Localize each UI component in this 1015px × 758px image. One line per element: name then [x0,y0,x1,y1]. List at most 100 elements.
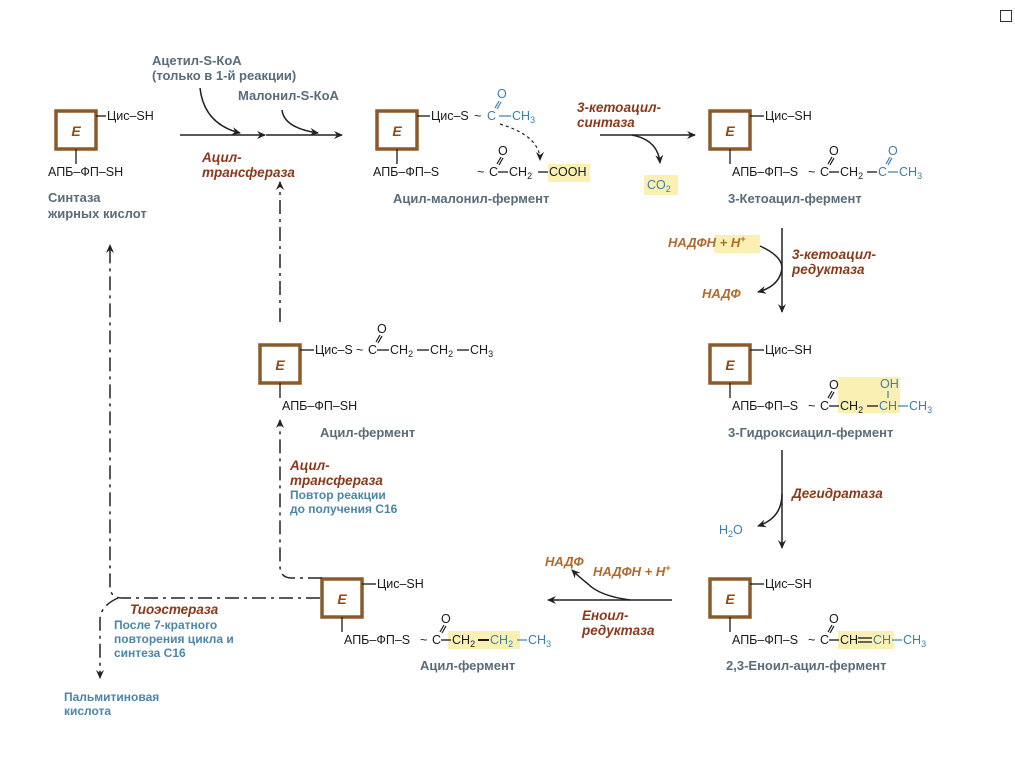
nadph-to-nadp-arrow-1 [757,245,783,294]
cys-sh-group: Цис–SH [377,577,424,591]
condensation-dashed-arrow [499,123,544,161]
apb-fp-sh-group: АПБ–ФП–SH [48,165,123,179]
svg-text:C: C [489,165,498,179]
svg-text:C: C [432,633,441,647]
thioesterase-label: Тиоэстераза [130,602,219,617]
svg-text:CH2: CH2 [490,633,513,649]
enzyme-letter: E [337,591,347,607]
apb-fp-s-group: АПБ–ФП–S [732,399,798,413]
svg-text:CH2: CH2 [509,165,532,181]
svg-text:CH2: CH2 [840,399,863,415]
after-note-line1: После 7-кратного [114,618,217,632]
svg-text:CH2: CH2 [452,633,475,649]
nadph-to-nadp-arrow-2 [571,569,631,601]
after-note-line3: синтеза С16 [114,646,186,660]
ketoacyl-synthase-label-b: синтаза [577,115,635,130]
svg-text:C: C [820,165,829,179]
cys-sh-group: Цис–SH [107,109,154,123]
acyltransferase-label-1b: трансфераза [202,165,295,180]
palmitic-acid-arrow [96,597,119,679]
corner-checkbox[interactable] [1000,10,1012,22]
acyltransferase-label-2b: трансфераза [290,473,383,488]
acyl-enzyme-top: E Цис–S ~ C O CH2 CH2 CH3 АПБ–ФП–SH Ацил… [258,322,493,440]
nadph-highlight [714,235,760,253]
hydroxyacyl-enzyme: E Цис–SH АПБ–ФП–S ~ C O CH2 CH OH CH3 3-… [708,343,932,440]
malonyl-coa-label: Малонил-S-КоА [238,88,340,103]
svg-text:CH: CH [879,399,897,413]
synthase-enzyme: E Цис–SH АПБ–ФП–SH Синтаза жирных кислот [47,109,154,221]
svg-text:O: O [829,144,839,158]
svg-text:CH3: CH3 [909,399,932,415]
cooh-highlight [548,164,590,182]
dehydratase-label: Дегидратаза [791,486,883,501]
acyltransferase-label-1a: Ацил- [201,150,242,165]
svg-text:~: ~ [808,633,815,647]
svg-text:CH3: CH3 [903,633,926,649]
svg-text:CH3: CH3 [899,165,922,181]
apb-fp-s-group: АПБ–ФП–S [344,633,410,647]
acyl-malonyl-enzyme: E Цис–S ~ C O CH3 АПБ–ФП–S ~ C O CH2 COO… [373,87,587,206]
svg-text:O: O [829,612,839,626]
repeat-note-line1: Повтор реакции [290,488,386,502]
cys-sh-group: Цис–SH [765,343,812,357]
water-release-arrow [757,493,783,528]
svg-text:CH2: CH2 [430,343,453,359]
svg-text:~: ~ [808,399,815,413]
enzyme-letter: E [392,123,402,139]
svg-text:C: C [878,165,887,179]
synthase-label-line2: жирных кислот [47,206,147,221]
cys-sh-group: Цис–SH [765,577,812,591]
apb-fp-s-group: АПБ–ФП–S [373,165,439,179]
svg-text:~: ~ [356,343,363,357]
cys-s-group: Цис–S [315,343,353,357]
hydroxyl-group: OH [880,377,899,391]
cys-s-group: Цис–S [431,109,469,123]
svg-text:~: ~ [477,165,484,179]
svg-text:CH3: CH3 [512,109,535,125]
enzyme-letter: E [275,357,285,373]
ketoacyl-enzyme: E Цис–SH АПБ–ФП–S ~ C O CH2 C O CH3 3-Ке… [708,109,922,206]
svg-text:CH2: CH2 [840,165,863,181]
acetyl-coa-note: (только в 1-й реакции) [152,68,296,83]
svg-text:~: ~ [420,633,427,647]
svg-text:O: O [829,378,839,392]
co2-release-arrow [631,134,664,164]
nadp-label-1: НАДФ [702,286,741,301]
after-note-line2: повторения цикла и [114,632,234,646]
oxygen: O [497,87,507,101]
enoyl-double-bond-highlight [838,631,894,649]
nadph-label-1: НАДФН + H+ [668,234,746,250]
svg-text:~: ~ [474,109,481,123]
malonyl-coa-arrow [281,109,319,136]
svg-text:C: C [820,633,829,647]
repeat-note-line2: до получения С16 [290,502,398,516]
acyl-enzyme-bottom-label: Ацил-фермент [420,658,515,673]
cooh-group: COOH [549,165,587,179]
svg-text:CH: CH [840,633,858,647]
enzyme-box [708,109,752,151]
svg-text:O: O [377,322,387,336]
acyltransferase-label-2a: Ацил- [289,458,330,473]
enzyme-letter: E [71,123,81,139]
ketoacyl-synthase-label-a: 3-кетоацил- [577,100,661,115]
enzyme-letter: E [725,591,735,607]
nadph-label-2: НАДФН + H+ [593,563,671,579]
synthase-label-line1: Синтаза [48,190,101,205]
carbonyl-carbon: C [487,109,496,123]
enzyme-box [708,577,752,619]
acetyl-coa-arrow [199,87,241,135]
svg-text:O: O [441,612,451,626]
acyl-enzyme-bottom: E Цис–SH АПБ–ФП–S ~ C O CH2 CH2 CH3 Ацил… [320,577,551,673]
water-label: H2O [719,523,743,539]
acyl-malonyl-label: Ацил-малонил-фермент [393,191,549,206]
svg-text:O: O [888,144,898,158]
ketoacyl-reductase-label-b: редуктаза [791,262,865,277]
apb-fp-s-group: АПБ–ФП–S [732,633,798,647]
enoyl-enzyme-label: 2,3-Еноил-ацил-фермент [726,658,887,673]
hydroxyacyl-enzyme-label: 3-Гидроксиацил-фермент [728,425,893,440]
svg-text:O: O [498,144,508,158]
thioesterase-return-arrow [106,244,320,599]
enoyl-reductase-label-b: редуктаза [581,623,655,638]
ketoacyl-reductase-label-a: 3-кетоацил- [792,247,876,262]
